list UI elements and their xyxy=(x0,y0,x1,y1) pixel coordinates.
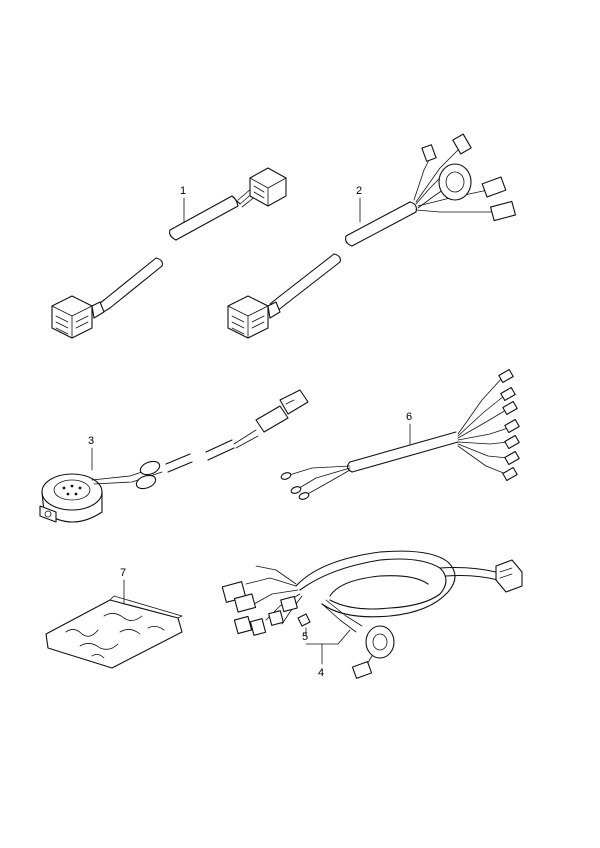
callout-3: 3 xyxy=(88,435,94,447)
part-4-harness[interactable] xyxy=(221,550,523,679)
part-3-buzzer[interactable] xyxy=(39,389,309,523)
part-7-bag[interactable] xyxy=(45,579,183,669)
part-1-harness[interactable] xyxy=(51,167,287,339)
callout-5: 5 xyxy=(302,631,308,643)
part-6-harness[interactable] xyxy=(280,368,520,501)
callout-4: 4 xyxy=(318,667,324,679)
part-2-harness[interactable] xyxy=(227,133,516,339)
part-5-clip xyxy=(297,613,311,627)
callout-7: 7 xyxy=(120,567,126,579)
callout-2: 2 xyxy=(356,185,362,197)
callout-6: 6 xyxy=(406,411,412,423)
callout-1: 1 xyxy=(180,185,186,197)
